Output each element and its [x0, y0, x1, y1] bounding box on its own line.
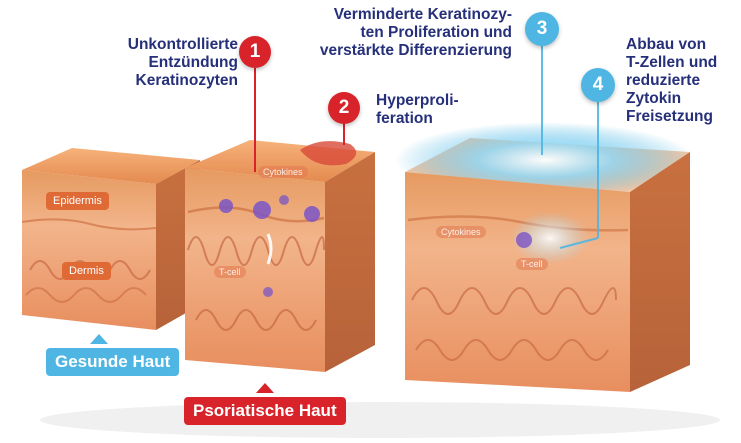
tcell-label-middle: T-cell	[214, 266, 246, 278]
healthy-skin-block	[22, 148, 200, 330]
annotation-3-text: Verminderte Keratinozy- ten Proliferatio…	[300, 6, 512, 60]
psoriatic-skin-caption: Psoriatische Haut	[184, 397, 346, 425]
annotation-4-text: Abbau von T-Zellen und reduzierte Zytoki…	[626, 36, 738, 126]
psoriatic-pointer	[256, 383, 274, 393]
annotation-3-badge: 3	[525, 12, 559, 46]
healthy-skin-caption: Gesunde Haut	[46, 348, 179, 376]
annotation-4-badge: 4	[581, 68, 615, 102]
tcell-label-right: T-cell	[516, 258, 548, 270]
cytokines-label-middle: Cytokines	[258, 166, 308, 178]
annotation-2-text: Hyperproli- feration	[376, 92, 486, 128]
annotation-1-text: Unkontrollierte Entzündung Keratinozyten	[86, 36, 238, 90]
epidermis-label: Epidermis	[46, 192, 109, 210]
dermis-label: Dermis	[62, 262, 111, 280]
healthy-pointer	[90, 334, 108, 344]
cytokines-label-right: Cytokines	[436, 226, 486, 238]
annotation-1-badge: 1	[239, 36, 271, 68]
annotation-2-badge: 2	[328, 92, 360, 124]
